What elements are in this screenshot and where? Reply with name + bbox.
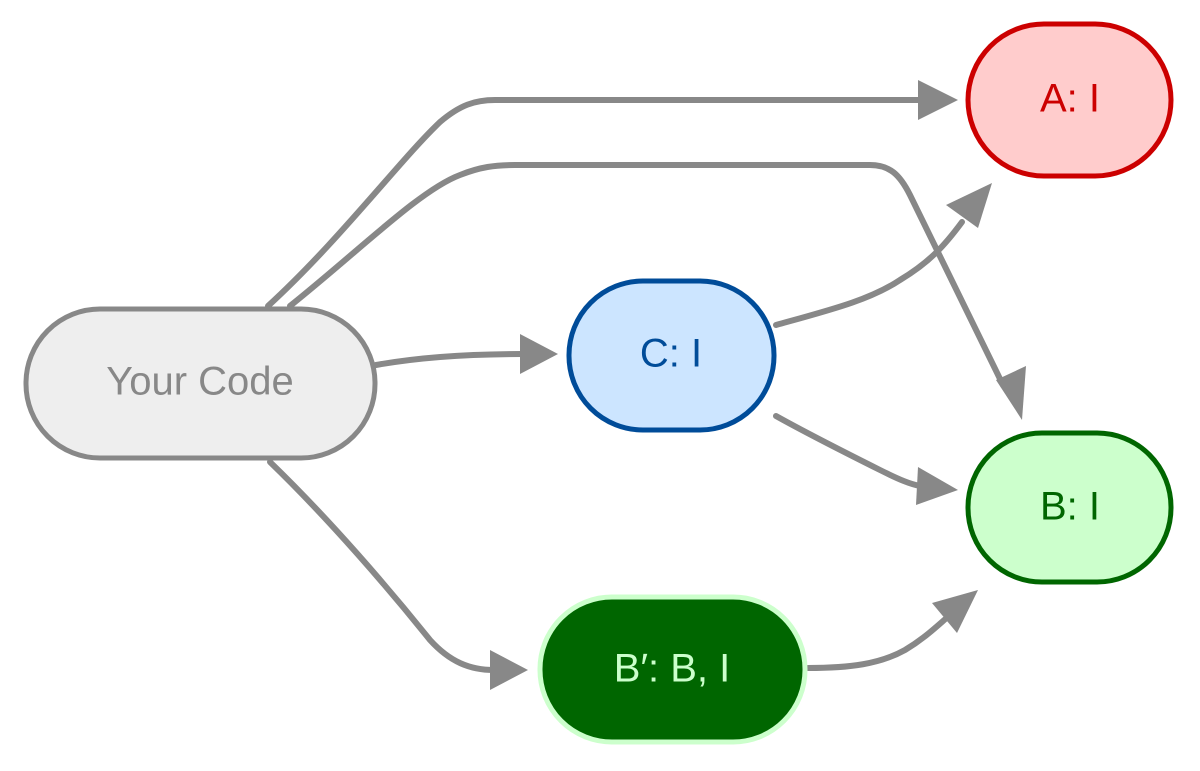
edge-c-to-a (773, 219, 965, 328)
node-your-code-shape (23, 306, 378, 461)
edge-your-code-to-c (373, 351, 525, 368)
node-c: C: I (566, 278, 777, 433)
node-b-label: B: I (1040, 485, 1100, 529)
node-b-prime-shape (537, 594, 808, 745)
node-your-code: Your Code (23, 306, 378, 461)
arrowhead-b-from-your-code (996, 366, 1026, 420)
node-c-label: C: I (640, 332, 702, 376)
edges (265, 80, 1026, 690)
edge-your-code-to-a (265, 97, 923, 309)
node-b: B: I (965, 430, 1174, 585)
arrowhead-b-from-b-prime (932, 590, 978, 633)
node-a-shape (965, 21, 1174, 179)
arrowhead-b-prime-from-your-code (490, 650, 528, 690)
arrowhead-c-from-your-code (520, 334, 558, 374)
node-a: A: I (965, 21, 1174, 179)
node-your-code-label: Your Code (106, 360, 294, 404)
node-b-shape (965, 430, 1174, 585)
arrowhead-b-from-c (916, 467, 958, 505)
node-a-label: A: I (1040, 77, 1100, 121)
arrowhead-a-from-c (946, 183, 992, 228)
edge-your-code-to-b (287, 162, 1006, 388)
edge-b-prime-to-b (805, 612, 953, 671)
edge-c-to-b (773, 413, 923, 489)
node-b-prime-label: B′: B, I (614, 647, 730, 691)
node-c-shape (566, 278, 777, 433)
edge-your-code-to-b-prime (267, 459, 497, 673)
node-b-prime: B′: B, I (537, 594, 808, 745)
arrowhead-a-from-your-code (918, 80, 958, 120)
